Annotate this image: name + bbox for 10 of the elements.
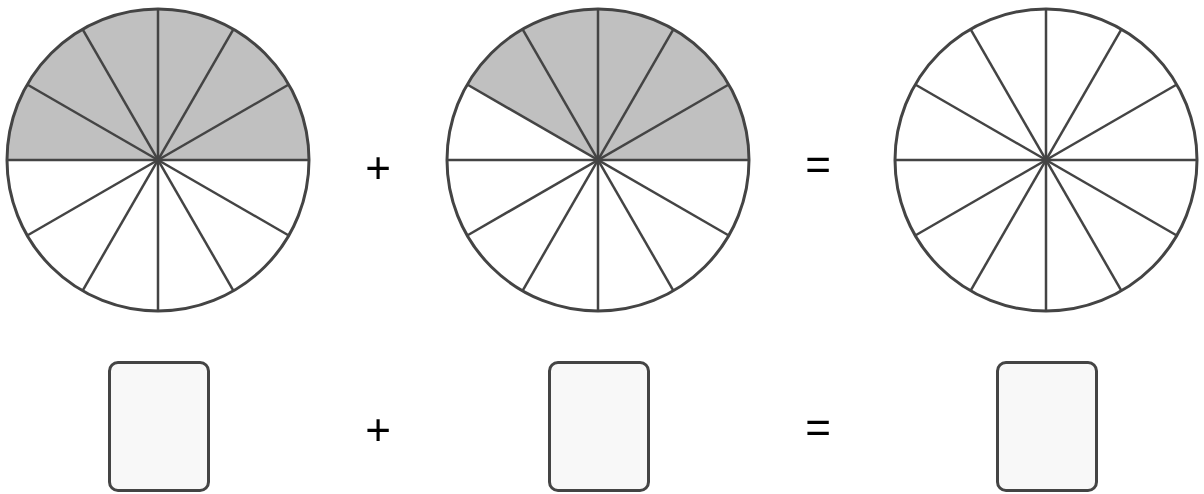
answer-box — [996, 361, 1098, 492]
fraction-circle — [5, 7, 311, 313]
fraction-circle — [445, 7, 751, 313]
answer-box — [548, 361, 650, 492]
math-operator: = — [805, 406, 831, 450]
math-operator: = — [805, 143, 831, 187]
fraction-circle — [893, 7, 1199, 313]
math-operator: + — [365, 146, 391, 190]
math-operator: + — [365, 408, 391, 452]
answer-box — [108, 361, 210, 492]
